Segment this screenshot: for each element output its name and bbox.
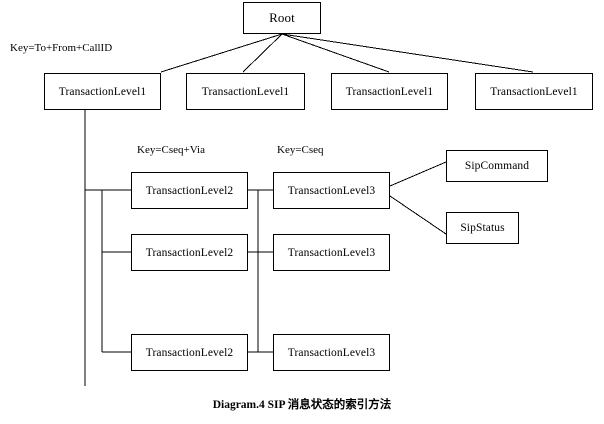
node-label: TransactionLevel3 <box>287 246 376 259</box>
node-label: TransactionLevel1 <box>345 85 434 98</box>
edge-root-to-level1-1 <box>160 33 283 73</box>
node-transactionlevel1-1[interactable]: TransactionLevel1 <box>44 73 161 110</box>
edge-root-to-level1-2 <box>242 33 283 73</box>
node-root-label: Root <box>269 10 295 25</box>
node-label: SipCommand <box>464 160 530 172</box>
edge-root-to-level1-4 <box>281 33 534 73</box>
node-label: TransactionLevel2 <box>145 346 234 359</box>
node-transactionlevel3-3[interactable]: TransactionLevel3 <box>273 334 390 371</box>
key-label-level1: Key=To+From+CallID <box>10 42 113 54</box>
node-transactionlevel3-1[interactable]: TransactionLevel3 <box>273 172 390 209</box>
node-transactionlevel2-2[interactable]: TransactionLevel2 <box>131 234 248 271</box>
node-transactionlevel2-1[interactable]: TransactionLevel2 <box>131 172 248 209</box>
node-transactionlevel1-2[interactable]: TransactionLevel1 <box>186 73 305 110</box>
figure-caption: Diagram.4 SIP 消息状态的索引方法 <box>212 399 392 411</box>
node-sipstatus[interactable]: SipStatus <box>446 212 519 244</box>
node-label: TransactionLevel2 <box>145 246 234 259</box>
edge-level3-to-sipcommand <box>389 161 447 187</box>
node-transactionlevel1-4[interactable]: TransactionLevel1 <box>475 73 593 110</box>
edge-root-to-level1-3 <box>281 33 390 73</box>
key-label-level2: Key=Cseq+Via <box>137 144 205 156</box>
node-label: TransactionLevel3 <box>287 346 376 359</box>
node-transactionlevel2-3[interactable]: TransactionLevel2 <box>131 334 248 371</box>
node-label: TransactionLevel2 <box>145 184 234 197</box>
node-sipcommand[interactable]: SipCommand <box>446 150 548 182</box>
edge-level3-to-sipstatus <box>389 195 447 235</box>
node-label: SipStatus <box>460 222 505 234</box>
node-label: TransactionLevel3 <box>287 184 376 197</box>
node-transactionlevel1-3[interactable]: TransactionLevel1 <box>331 73 448 110</box>
key-label-level3: Key=Cseq <box>277 144 324 156</box>
node-root[interactable]: Root <box>243 2 321 34</box>
node-transactionlevel3-2[interactable]: TransactionLevel3 <box>273 234 390 271</box>
node-label: TransactionLevel1 <box>58 85 147 98</box>
node-label: TransactionLevel1 <box>201 85 290 98</box>
node-label: TransactionLevel1 <box>490 85 578 98</box>
